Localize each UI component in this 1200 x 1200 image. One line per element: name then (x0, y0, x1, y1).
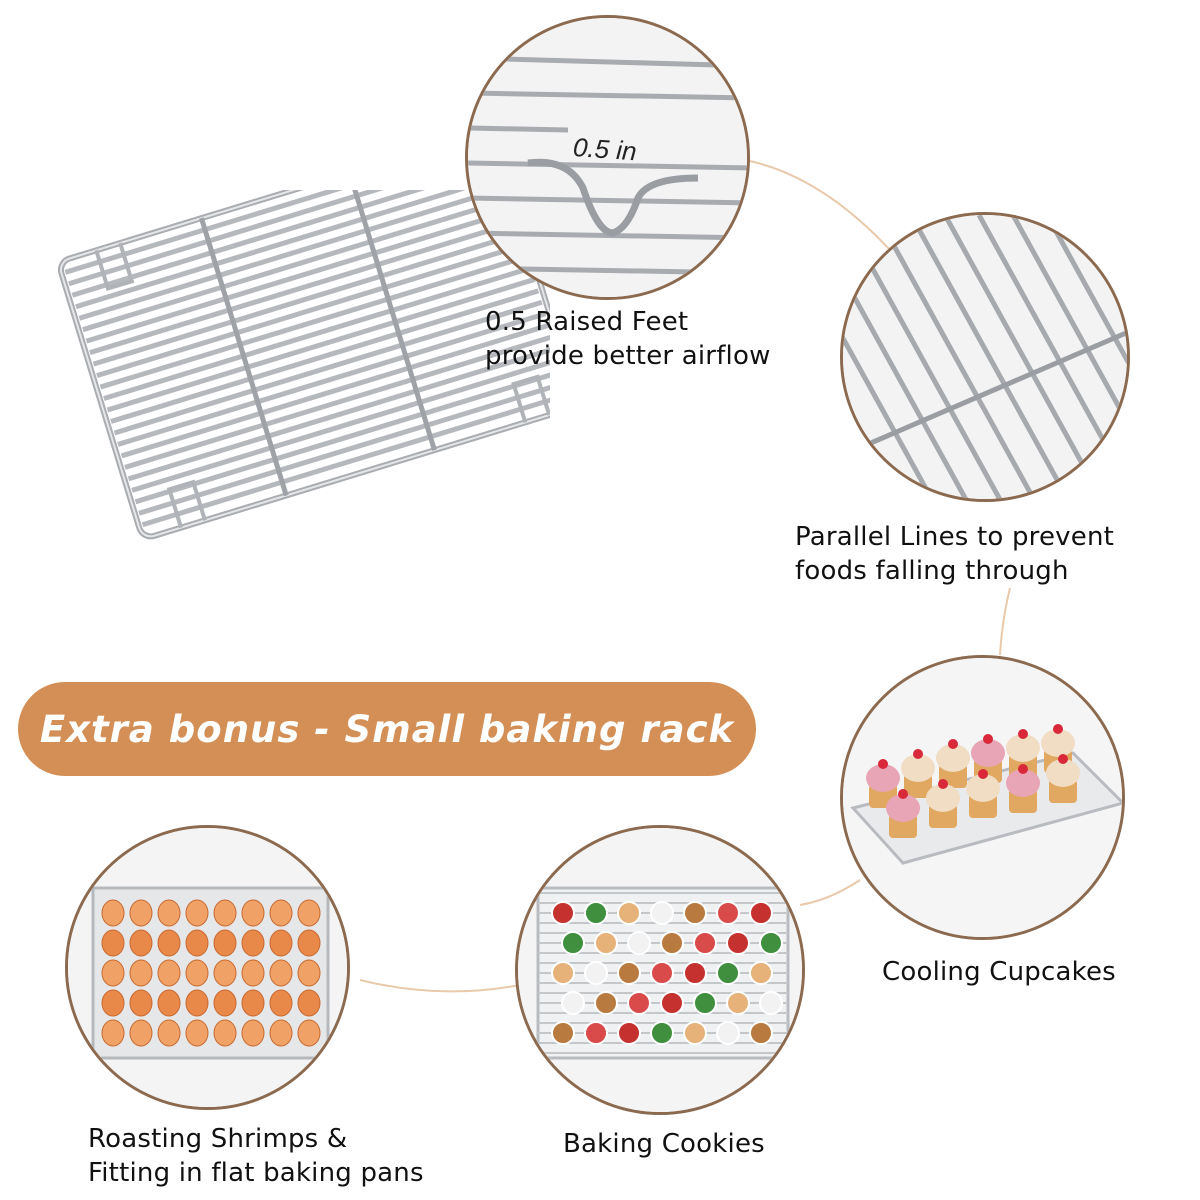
cooling-cupcakes-circle (840, 655, 1125, 940)
raised-feet-detail-image: 0.5 in (468, 18, 747, 297)
cupcakes-image (843, 658, 1122, 937)
roasting-shrimps-caption-line1: Roasting Shrimps & (88, 1124, 348, 1154)
roasting-shrimps-caption-line2: Fitting in flat baking pans (88, 1158, 424, 1188)
roasting-shrimps-caption: Roasting Shrimps & Fitting in flat bakin… (88, 1122, 424, 1190)
raised-feet-caption-line1: 0.5 Raised Feet (485, 307, 689, 337)
extra-bonus-banner: Extra bonus - Small baking rack (18, 682, 756, 776)
baking-rack-image (57, 190, 550, 540)
baking-cookies-caption: Baking Cookies (563, 1129, 765, 1159)
connector-feet-to-lines (744, 159, 891, 251)
parallel-lines-caption-line1: Parallel Lines to prevent (795, 522, 1115, 552)
parallel-lines-caption-line2: foods falling through (795, 556, 1069, 586)
detail-label: 0.5 in (572, 132, 638, 166)
connector-cupcakes-to-cookies (799, 879, 861, 906)
parallel-lines-circle (840, 212, 1130, 502)
raised-feet-detail-circle: 0.5 in (465, 15, 750, 300)
parallel-lines-image (843, 215, 1127, 499)
cookies-image (518, 828, 802, 1112)
connector-lines-to-cupcakes (999, 587, 1011, 656)
shrimps-image (68, 828, 347, 1107)
baking-cookies-circle (515, 825, 805, 1115)
raised-feet-caption: 0.5 Raised Feet provide better airflow (485, 305, 771, 373)
raised-feet-caption-line2: provide better airflow (485, 341, 771, 371)
connector-shrimps-to-cookies (359, 979, 521, 993)
roasting-shrimps-circle (65, 825, 350, 1110)
cooling-cupcakes-caption: Cooling Cupcakes (882, 957, 1116, 987)
parallel-lines-caption: Parallel Lines to prevent foods falling … (795, 520, 1114, 588)
extra-bonus-banner-text: Extra bonus - Small baking rack (39, 707, 735, 751)
